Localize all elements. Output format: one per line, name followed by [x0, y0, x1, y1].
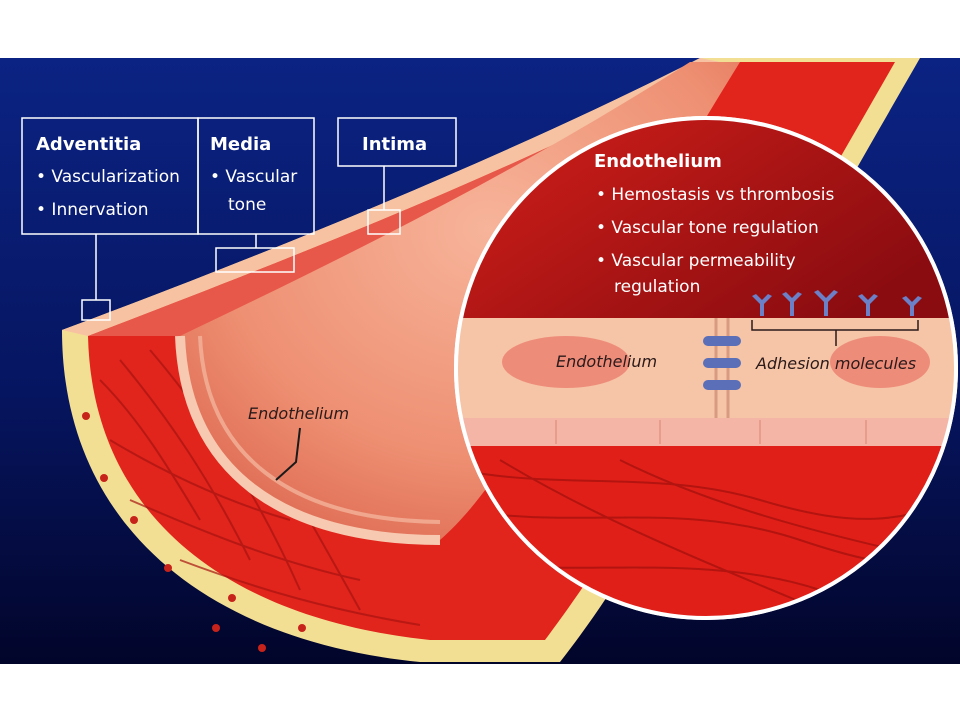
- intima-box: [337, 117, 457, 167]
- inset-item: • Vascular permeability: [596, 251, 796, 271]
- adhesion-molecules-label: Adhesion molecules: [755, 354, 916, 373]
- cell-nucleus: [830, 336, 930, 388]
- junction-proteins: [703, 336, 741, 390]
- media-item: tone: [228, 195, 266, 215]
- vasa-vasorum: [82, 412, 306, 652]
- media-title: Media: [210, 134, 271, 155]
- adventitia-title: Adventitia: [36, 134, 141, 155]
- basement-membrane: [456, 418, 956, 446]
- intima-title: Intima: [362, 134, 427, 155]
- inset-item: • Vascular tone regulation: [596, 218, 819, 238]
- intima-band: [175, 335, 441, 545]
- inset-title: Endothelium: [594, 151, 722, 172]
- artery-endothelium-label: Endothelium: [248, 404, 349, 423]
- adventitia-item: • Vascularization: [36, 167, 180, 187]
- endothelium-pointer: [275, 427, 301, 481]
- media-item: • Vascular: [210, 167, 297, 187]
- inset-cell-label: Endothelium: [556, 352, 657, 371]
- inset-item: • Hemostasis vs thrombosis: [596, 185, 835, 205]
- inset-item: regulation: [614, 277, 700, 297]
- adventitia-item: • Innervation: [36, 200, 148, 220]
- adhesion-molecules-icons: [752, 290, 922, 316]
- cell-nucleus: [502, 336, 630, 388]
